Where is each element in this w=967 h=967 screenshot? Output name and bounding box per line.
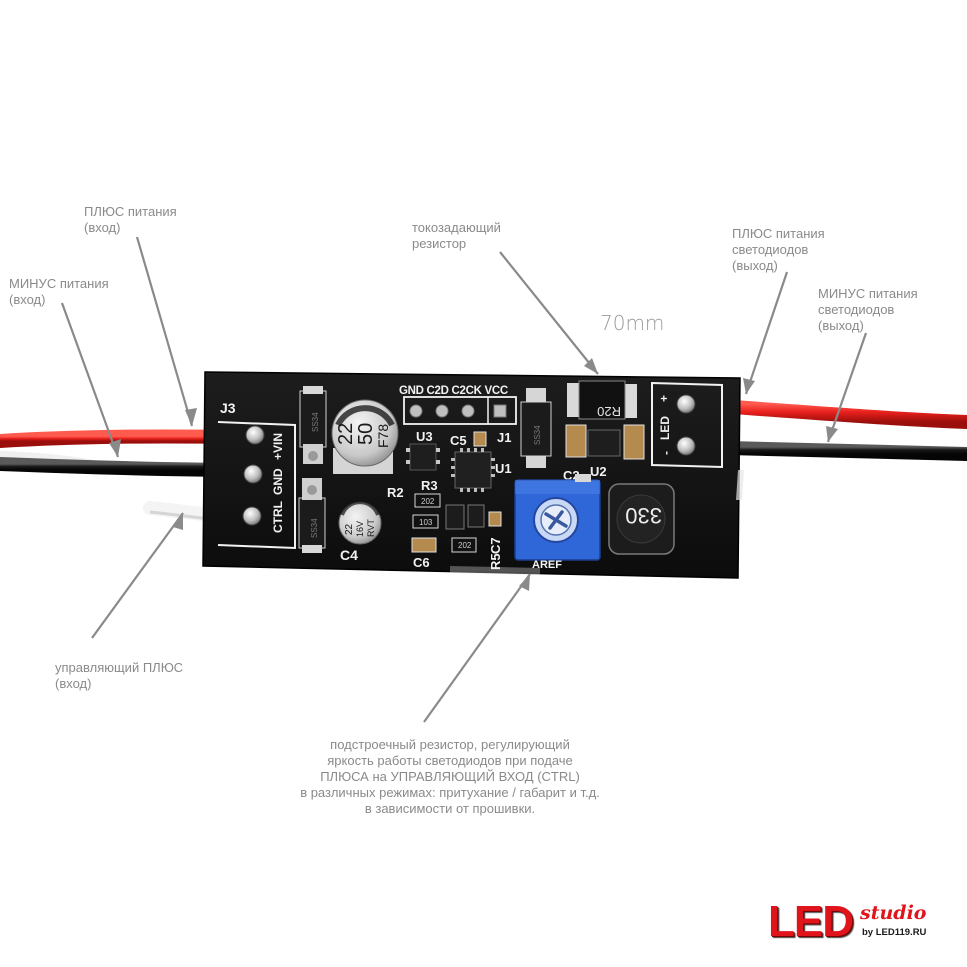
annotation-trimmer-line1: подстроечный резистор, регулирующий (330, 737, 570, 752)
annotation-vin-plus-line2: (вход) (84, 220, 121, 235)
diode-top-marking: SS34 (311, 412, 320, 432)
cap-small-line1: 22 (344, 523, 355, 535)
silk-j1: J1 (497, 430, 511, 445)
silk-r2: R2 (387, 485, 404, 500)
annotation-trimmer-line3: ПЛЮСА на УПРАВЛЯЮЩИЙ ВХОД (CTRL) (320, 769, 580, 784)
silk-u3: U3 (416, 429, 433, 444)
annotation-vin-minus-line1: МИНУС питания (9, 276, 109, 291)
annotation-current-resistor-line1: токозадающий (412, 220, 501, 235)
driver-pcb: J3 +VIN GND CTRL SS34 SS34 22 (202, 371, 744, 579)
silk-vin: +VIN (271, 433, 285, 460)
annotation-led-plus: ПЛЮС питания светодиодов (выход) (732, 226, 825, 274)
annotation-led-plus-line1: ПЛЮС питания (732, 226, 825, 241)
annotation-led-minus-line2: светодиодов (818, 302, 895, 317)
silk-header: GND C2D C2CK VCC (399, 385, 508, 397)
annotation-led-plus-line3: (выход) (732, 258, 778, 273)
diode-right-marking: SS34 (533, 425, 542, 445)
annotation-vin-minus-line2: (вход) (9, 292, 46, 307)
annotation-trimmer-line5: в зависимости от прошивки. (364, 801, 536, 816)
terminal-screw-gnd (243, 464, 263, 484)
annotation-current-resistor: токозадающий резистор (412, 220, 501, 252)
silk-c7: C7 (488, 537, 503, 554)
leader-lines (60, 236, 868, 723)
silk-gnd: GND (271, 468, 285, 495)
silk-led-minus: - (659, 451, 673, 455)
annotation-vin-minus: МИНУС питания (вход) (9, 276, 109, 308)
inductor-330: 330 (608, 483, 675, 555)
annotation-trimmer: подстроечный резистор, регулирующий ярко… (270, 737, 630, 817)
annotation-ctrl-plus-line1: управляющий ПЛЮС (55, 660, 184, 675)
silk-aref: AREF (532, 559, 562, 571)
silk-c4: C4 (340, 547, 358, 563)
electrolytic-cap-small: 22 16V RVT (338, 500, 382, 545)
cap-large-line1: 22 (335, 423, 357, 445)
leader-led-plus (744, 271, 789, 395)
silk-u1: U1 (495, 461, 512, 476)
silk-led: LED (658, 416, 672, 440)
dimension-label: 70mm (600, 311, 665, 335)
silk-u2: U2 (590, 464, 607, 479)
diode-bottom-marking: SS34 (310, 518, 319, 538)
leader-led-minus (826, 332, 868, 443)
annotation-ctrl-plus: управляющий ПЛЮС (вход) (55, 660, 183, 692)
logo-script: studio (860, 902, 927, 924)
diode-right: SS34 (520, 388, 552, 468)
terminal-screw-vin (245, 425, 265, 445)
annotation-led-minus-line1: МИНУС питания (818, 286, 918, 301)
annotation-trimmer-line2: яркость работы светодиодов при подаче (327, 753, 573, 768)
logo-main: LED (768, 897, 854, 946)
chip-u2 (587, 429, 621, 457)
annotation-led-minus-line3: (выход) (818, 318, 864, 333)
annotation-current-resistor-line2: резистор (412, 236, 467, 251)
resistor-r20: R20 (567, 380, 637, 420)
silk-c5: C5 (450, 433, 467, 448)
annotation-vin-plus-line1: ПЛЮС питания (84, 204, 177, 219)
logo-site: by LED119.RU (862, 927, 927, 938)
terminal-screw-ctrl (242, 506, 262, 526)
leader-ctrl-plus (91, 512, 184, 639)
cap-large-line2: 50 (355, 423, 377, 445)
terminal-screw-led-minus (676, 436, 696, 456)
terminal-screw-led-plus (676, 394, 696, 414)
leader-vin-minus (60, 302, 120, 458)
silk-led-plus: + (657, 395, 671, 402)
smd-marking-103: 103 (419, 518, 433, 527)
electrolytic-cap-large: 22 50 F78 (331, 399, 399, 474)
annotation-ctrl-plus-line2: (вход) (55, 676, 92, 691)
silk-j3: J3 (220, 400, 236, 416)
diode-bottom: SS34 (298, 478, 326, 553)
chip-u3 (409, 443, 437, 471)
silk-c6: C6 (413, 555, 430, 570)
leader-current-resistor (499, 251, 599, 375)
annotation-led-plus-line2: светодиодов (732, 242, 809, 257)
brand-logo: LED studio by LED119.RU (768, 900, 943, 950)
silk-r3: R3 (421, 478, 438, 493)
annotation-led-minus: МИНУС питания светодиодов (выход) (818, 286, 918, 334)
leader-vin-plus (135, 236, 194, 427)
smd-marking-202a: 202 (421, 497, 435, 506)
leader-trimmer (423, 573, 531, 723)
chip-u1 (454, 451, 492, 489)
annotation-vin-plus: ПЛЮС питания (вход) (84, 204, 177, 236)
resistor-r20-marking: R20 (597, 404, 621, 419)
smd-marking-202b: 202 (458, 541, 472, 550)
inductor-marking: 330 (625, 503, 662, 528)
trimmer-potentiometer (514, 474, 601, 561)
cap-large-line3: F78 (375, 424, 391, 448)
silk-r5: R5 (488, 553, 503, 570)
silk-ctrl: CTRL (271, 501, 285, 533)
cap-small-line3: RVT (366, 519, 376, 537)
diode-top: SS34 (299, 386, 327, 464)
cap-small-line2: 16V (355, 521, 365, 537)
annotation-trimmer-line4: в различных режимах: притухание / габари… (300, 785, 600, 800)
